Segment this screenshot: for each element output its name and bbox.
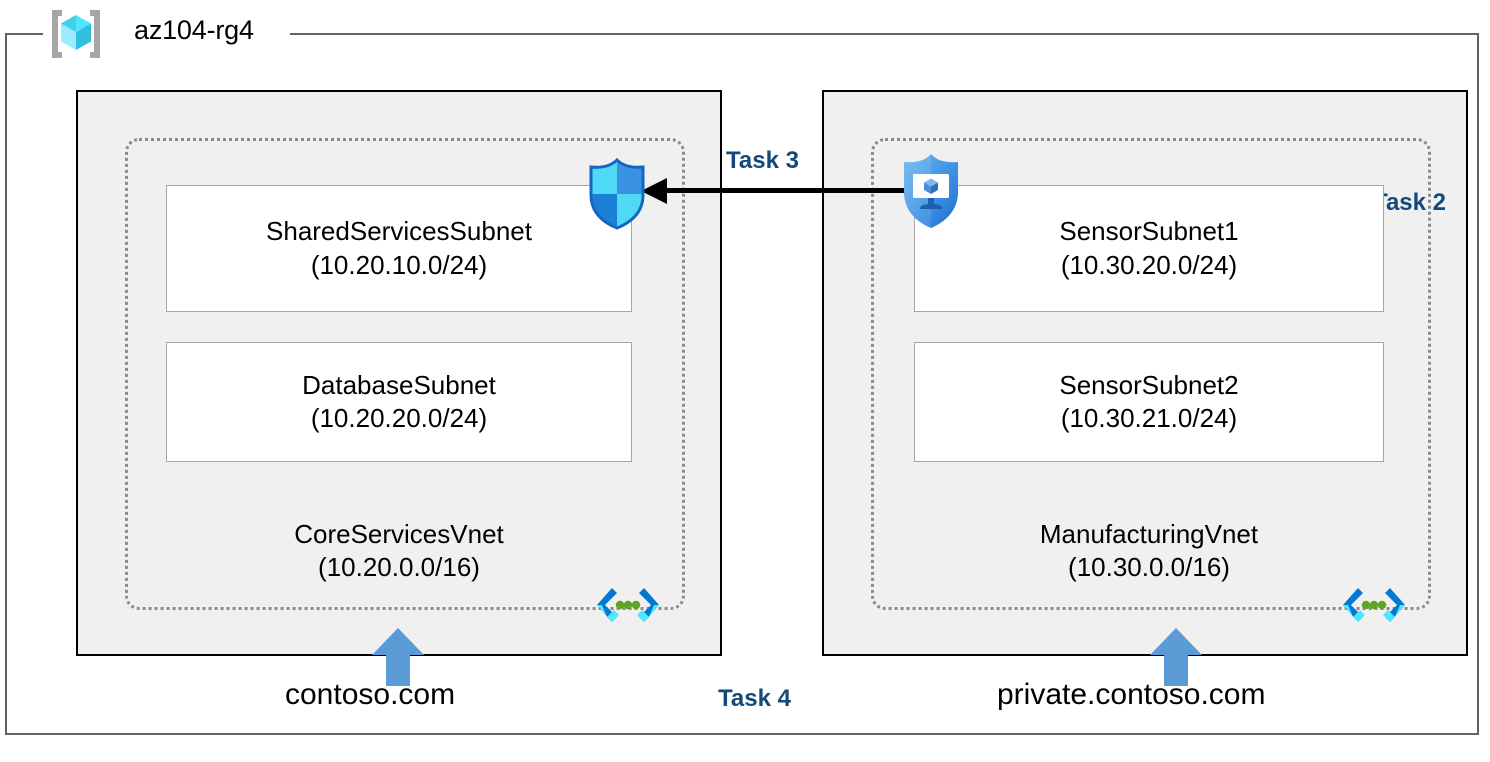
task2-label: Task 2 (1373, 189, 1446, 216)
subnet-sharedservices[interactable]: SharedServicesSubnet (10.20.10.0/24) (166, 185, 632, 312)
azure-resource-group-icon (48, 8, 104, 60)
resource-group-border-top-left (5, 33, 43, 35)
up-arrow-icon (372, 628, 424, 686)
left-arrow-icon (641, 178, 667, 204)
subnet-database[interactable]: DatabaseSubnet (10.20.20.0/24) (166, 342, 632, 462)
corevnet-boundary (125, 138, 685, 610)
peering-arrow-line (665, 188, 905, 193)
manufacturingvnet-boundary (871, 138, 1431, 610)
vnet-cidr: (10.30.0.0/16) (1068, 552, 1230, 583)
subnet-cidr: (10.30.21.0/24) (1060, 403, 1238, 433)
subnet-name: SharedServicesSubnet (266, 216, 532, 247)
corevnet-label: CoreServicesVnet (10.20.0.0/16) (166, 518, 632, 585)
task3-label: Task 3 (722, 147, 803, 175)
subnet-cidr: (10.20.10.0/24) (310, 249, 488, 280)
resource-group-border-right (1477, 33, 1479, 735)
resource-group-border-top-right (290, 33, 1479, 35)
dns-zone-contoso: contoso.com (285, 678, 456, 711)
up-arrow-icon (1150, 628, 1202, 686)
vnet-cidr: (10.20.0.0/16) (318, 552, 480, 583)
subnet-name: SensorSubnet1 (1059, 216, 1239, 247)
manufacturingvnet-label: ManufacturingVnet (10.30.0.0/16) (914, 518, 1384, 585)
virtual-network-icon (596, 584, 660, 626)
dns-zone-private-contoso: private.contoso.com (997, 678, 1266, 711)
vnet-name: ManufacturingVnet (1039, 519, 1259, 549)
subnet-name: SensorSubnet2 (1059, 369, 1239, 400)
task4-label: Task 4 (718, 685, 791, 712)
resource-group-name: az104-rg4 (134, 15, 254, 45)
virtual-network-icon (1342, 584, 1406, 626)
subnet-sensor2[interactable]: SensorSubnet2 (10.30.21.0/24) (914, 342, 1384, 462)
subnet-name: DatabaseSubnet (302, 369, 496, 400)
shield-monitor-icon (898, 152, 964, 230)
vnet-name: CoreServicesVnet (294, 519, 504, 549)
subnet-sensor1[interactable]: SensorSubnet1 (10.30.20.0/24) (914, 185, 1384, 312)
subnet-cidr: (10.30.20.0/24) (1060, 249, 1238, 280)
resource-group-border-left (5, 33, 7, 735)
resource-group-border-bottom (5, 733, 1479, 735)
subnet-cidr: (10.20.20.0/24) (310, 403, 488, 433)
shield-icon (584, 157, 650, 231)
